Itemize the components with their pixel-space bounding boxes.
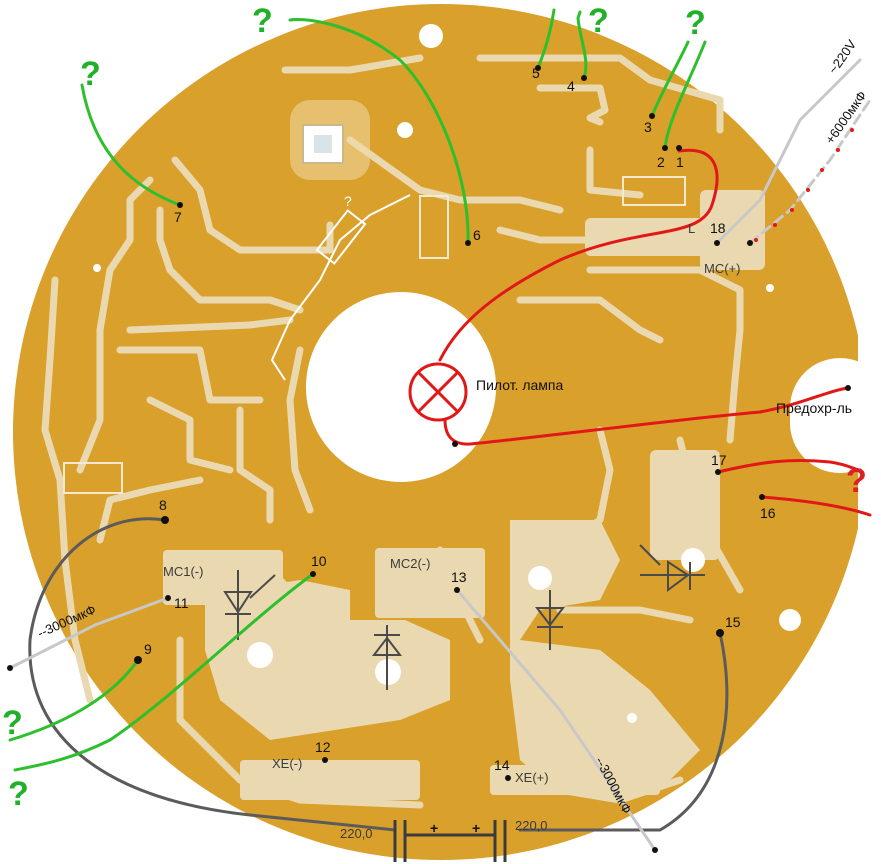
wire-17 — [716, 458, 862, 474]
label-fuse: Предохр-ль — [776, 400, 852, 416]
wire-18 — [715, 58, 862, 245]
mount-hole-small-2 — [93, 264, 101, 272]
pin-labels: 1 2 3 4 5 6 7 8 9 10 11 12 13 14 15 16 1… — [144, 65, 776, 773]
pin-14-label: 14 — [494, 757, 510, 773]
label-220-right: 220,0 — [515, 818, 548, 833]
wire-2 — [663, 40, 707, 150]
pin-17-label: 17 — [711, 452, 727, 468]
pin-7-label: 7 — [174, 209, 182, 225]
pin-9-label: 9 — [144, 641, 152, 657]
wire-6 — [288, 17, 470, 245]
question-mark-icon: ? — [685, 4, 706, 42]
connector-pins-1-2 — [622, 176, 686, 206]
label-mc2-minus: MC2(-) — [390, 556, 430, 571]
label-plus-right: + — [472, 820, 480, 836]
pad-left-big — [205, 580, 450, 740]
mount-hole-left — [397, 122, 413, 138]
pin-18-label: 18 — [710, 220, 726, 236]
led-indicator — [290, 100, 370, 180]
label-xe-plus: XE(+) — [515, 770, 549, 785]
wire-4 — [576, 10, 588, 80]
pin-1-label: 1 — [676, 154, 684, 170]
resistor-wire — [270, 194, 411, 381]
green-wires — [8, 8, 707, 772]
red-dots — [754, 128, 854, 242]
question-mark-icon: ? — [588, 2, 609, 40]
thyristor-right-icon — [534, 590, 566, 650]
question-marks: ? ? ? ? ? ? ? ? — [2, 2, 867, 813]
pin-2-label: 2 — [657, 154, 665, 170]
label-L: L — [688, 221, 695, 236]
connector-left — [63, 462, 123, 494]
label-mc1-minus: MC1(-) — [163, 564, 203, 579]
pin-13-label: 13 — [451, 569, 467, 585]
red-wires — [438, 148, 872, 517]
pin-12-label: 12 — [315, 739, 331, 755]
pad-bottom-right — [490, 765, 660, 795]
pad-bottom-left — [240, 760, 420, 800]
pin-5-label: 5 — [532, 65, 540, 81]
wire-13 — [455, 588, 657, 852]
bottom-capacitors — [393, 820, 507, 862]
mount-hole-top — [419, 24, 443, 48]
wire-11 — [8, 596, 170, 670]
question-mark-icon: ? — [252, 2, 273, 40]
dark-gray-wires — [28, 517, 729, 832]
question-mark-icon: ? — [2, 704, 23, 742]
wire-7 — [80, 83, 182, 207]
wire-16 — [760, 495, 872, 517]
wire-5 — [536, 8, 556, 70]
question-mark-icon: ? — [344, 193, 352, 209]
mount-hole-right — [779, 609, 801, 631]
pad-mc2 — [375, 548, 485, 618]
pin-8-label: 8 — [159, 497, 167, 513]
fuse-slot — [790, 358, 881, 473]
wire-9 — [8, 658, 140, 742]
label-220-left: 220,0 — [340, 826, 373, 841]
wire-10 — [13, 572, 315, 772]
pin-4-label: 4 — [567, 78, 575, 94]
pin-6-label: 6 — [473, 227, 481, 243]
label-xe-minus: XE(-) — [272, 756, 302, 771]
pilot-lamp-icon — [408, 362, 468, 422]
thyristor-far-right-icon — [639, 544, 705, 592]
label-220v: ~220V — [825, 37, 859, 77]
thyristor-mid-icon — [371, 625, 403, 690]
pin-15-label: 15 — [725, 614, 741, 630]
question-mark-icon: ? — [846, 462, 867, 500]
wire-15-down — [518, 631, 729, 832]
wire-3 — [650, 40, 690, 118]
wire-1-lamp — [438, 148, 719, 362]
question-mark-icon: ? — [8, 775, 29, 813]
label-mc-plus: MC(+) — [704, 261, 740, 276]
pad-right-vertical — [650, 450, 720, 560]
mount-hole-small-1 — [766, 284, 774, 292]
pin-16-label: 16 — [760, 505, 776, 521]
label-plus-left: + — [430, 820, 438, 836]
diode-symbols — [223, 544, 705, 690]
connectors — [63, 176, 686, 494]
pad-right-big — [510, 520, 700, 795]
pin-11-label: 11 — [174, 595, 189, 611]
thyristor-left-icon — [223, 570, 276, 640]
pin-10-label: 10 — [311, 553, 327, 569]
wire-8-loop — [28, 517, 397, 832]
pin-3-label: 3 — [644, 119, 652, 135]
connector-pins-6 — [419, 195, 449, 259]
pin-dots — [7, 65, 851, 853]
question-mark-icon: ? — [80, 55, 101, 93]
wire-lamp-fuse — [443, 386, 850, 446]
pcb-pads — [163, 190, 765, 800]
label-pilot-lamp: Пилот. лампа — [476, 377, 563, 393]
